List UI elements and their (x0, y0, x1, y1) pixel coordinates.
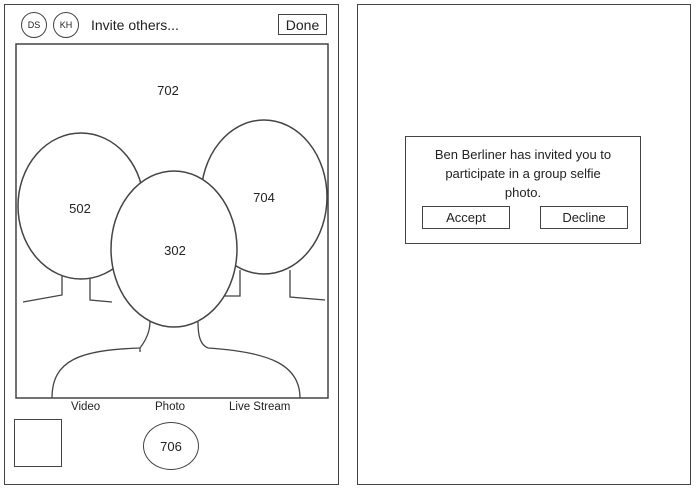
invite-dialog: Ben Berliner has invited you to particip… (405, 136, 641, 244)
avatar-initials: DS (27, 20, 41, 30)
mode-photo-tab[interactable]: Photo (155, 401, 186, 413)
mode-live-stream-tab[interactable]: Live Stream (229, 401, 291, 413)
person-right-shoulder (289, 270, 326, 301)
face-center-label: 302 (164, 243, 186, 258)
shutter-ref-label: 706 (160, 438, 182, 454)
face-left-label: 502 (69, 201, 91, 216)
phone-screen-invite (357, 4, 691, 485)
person-right-neck-left (224, 270, 241, 297)
person-left-shoulder (22, 268, 63, 303)
decline-button[interactable]: Decline (540, 206, 628, 229)
done-button[interactable]: Done (278, 14, 327, 35)
person-center-body-left (51, 319, 151, 399)
mode-video-tab[interactable]: Video (71, 401, 101, 413)
invite-message: Ben Berliner has invited you to particip… (406, 145, 640, 202)
invite-message-line: photo. (504, 185, 542, 200)
shutter-button[interactable]: 706 (143, 422, 199, 470)
viewfinder-ref-label: 702 (157, 83, 179, 98)
avatar-initials: KH (59, 20, 73, 30)
person-center-body-right (197, 321, 301, 399)
face-center (110, 170, 238, 328)
accept-button[interactable]: Accept (422, 206, 510, 229)
face-right-label: 704 (253, 190, 275, 205)
invite-message-line: participate in a group selfie (445, 166, 601, 181)
avatar-ds[interactable]: DS (21, 12, 47, 38)
invite-others-link[interactable]: Invite others... (91, 17, 179, 33)
invite-message-line: Ben Berliner has invited you to (434, 147, 612, 162)
gallery-thumbnail[interactable] (14, 419, 62, 467)
avatar-kh[interactable]: KH (53, 12, 79, 38)
